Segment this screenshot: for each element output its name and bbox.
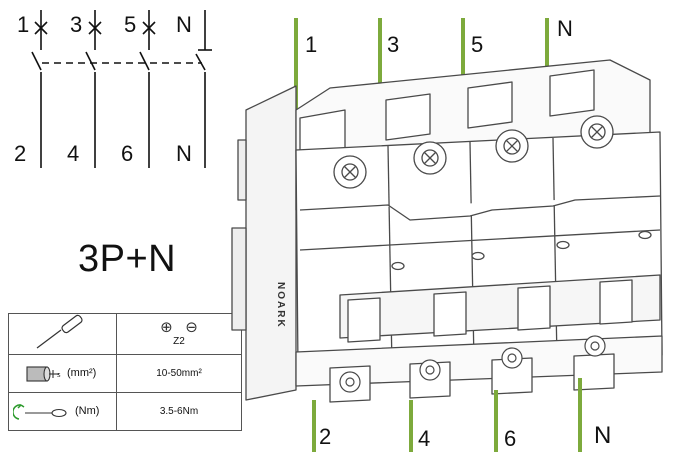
cable-unit: (mm²) (67, 367, 97, 379)
cable-icon: s (26, 366, 61, 382)
terminal-label-n-bottom: N (594, 422, 612, 449)
spec-icon-cell: s (mm²) (8, 354, 117, 393)
spec-table: ⊕ ⊖ Z2 s (mm²) 10-50mm² (8, 313, 242, 431)
schematic-top-label-3: 3 (70, 12, 83, 37)
schematic-bottom-label-n: N (176, 141, 192, 166)
svg-text:s: s (57, 372, 61, 379)
bottom-screws (339, 335, 606, 393)
spec-icon-cell: (Nm) (8, 392, 117, 431)
table-row: (Nm) 3.5-6Nm (8, 392, 242, 431)
spec-value-cell: 3.5-6Nm (116, 392, 242, 431)
schematic-bottom-label-6: 6 (121, 141, 134, 166)
schematic-bottom-label-2: 2 (14, 141, 27, 166)
spec-value-cell: 10-50mm² (116, 354, 242, 393)
terminal-label-6: 6 (504, 426, 517, 451)
brand-logo: NOARK (275, 282, 286, 329)
spec-value-cell: ⊕ ⊖ Z2 (116, 313, 242, 355)
terminal-label-3: 3 (387, 32, 400, 57)
terminal-label-4: 4 (418, 426, 431, 451)
torque-unit: (Nm) (75, 405, 100, 417)
torque-screwdriver-icon (13, 404, 67, 420)
schematic-top-label-n: N (176, 12, 192, 37)
schematic-top-label-1: 1 (17, 12, 30, 37)
terminal-label-1: 1 (305, 32, 318, 57)
pole-switch-symbols (31, 10, 212, 168)
spec-icon-cell (8, 313, 117, 355)
schematic-top-label-5: 5 (124, 12, 137, 37)
top-screws (333, 115, 614, 189)
table-row: s (mm²) 10-50mm² (8, 354, 242, 393)
slotted-icon: ⊖ (185, 318, 198, 336)
pozidriv-icon: ⊕ (160, 318, 173, 336)
schematic-bottom-label-4: 4 (67, 141, 80, 166)
terminal-label-5: 5 (471, 32, 484, 57)
screwdriver-icon (36, 314, 83, 349)
table-row: ⊕ ⊖ Z2 (8, 313, 242, 355)
bottom-wires (312, 378, 582, 452)
terminal-label-n-top: N (557, 16, 573, 41)
terminal-label-2: 2 (319, 424, 332, 449)
configuration-label: 3P+N (78, 238, 177, 280)
screwdriver-size: Z2 (173, 335, 185, 347)
